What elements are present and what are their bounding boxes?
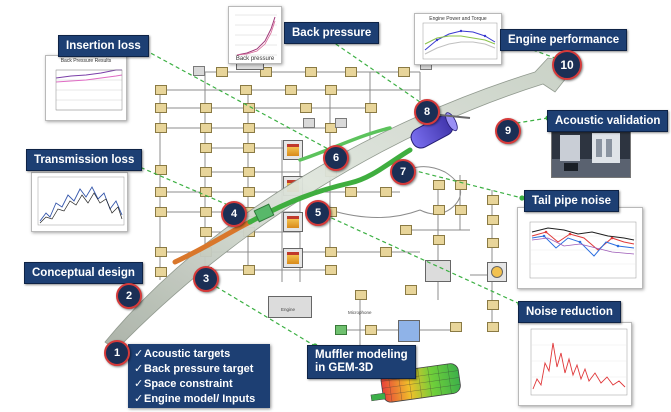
input-item: ✓Acoustic targets bbox=[134, 347, 264, 362]
check-icon: ✓ bbox=[134, 393, 144, 405]
muffler-modeling-label: Muffler modeling in GEM-3D bbox=[307, 345, 416, 379]
silencer-block bbox=[487, 262, 507, 282]
tail-pipe-noise-label: Tail pipe noise bbox=[524, 190, 620, 212]
step-badge-9: 9 bbox=[495, 118, 521, 144]
input-item: ✓Space constraint bbox=[134, 377, 264, 392]
engine-performance-label: Engine performance bbox=[500, 29, 628, 51]
catalyst-block bbox=[425, 260, 451, 282]
acoustic-validation-photo bbox=[551, 128, 631, 178]
step-badge-3: 3 bbox=[193, 266, 219, 292]
step-badge-10: 10 bbox=[552, 50, 582, 80]
muffler-modeling-label-line1: Muffler modeling bbox=[315, 349, 408, 361]
tailpipe bbox=[439, 114, 471, 119]
exhaust-pipe-orange bbox=[172, 219, 253, 265]
connector-insertion-loss bbox=[144, 49, 331, 151]
back-pressure-label: Back pressure bbox=[284, 22, 380, 44]
step-badge-8: 8 bbox=[414, 99, 440, 125]
step-badge-1: 1 bbox=[104, 340, 130, 366]
step-badge-6: 6 bbox=[323, 145, 349, 171]
input-item-label: Space constraint bbox=[144, 378, 233, 390]
input-item-label: Back pressure target bbox=[144, 363, 254, 375]
transmission-loss-label: Transmission loss bbox=[26, 149, 143, 171]
check-icon: ✓ bbox=[134, 378, 144, 390]
engine-performance-plot-title: Engine Power and Torque bbox=[429, 16, 487, 22]
design-inputs-box: ✓Acoustic targets ✓Back pressure target … bbox=[128, 344, 270, 408]
engine-performance-plot: Engine Power and Torque bbox=[414, 13, 502, 65]
cylinder-module bbox=[283, 212, 303, 232]
noise-reduction-label: Noise reduction bbox=[518, 301, 621, 323]
step-badge-2: 2 bbox=[116, 283, 142, 309]
back-pressure-plot-caption: Back pressure bbox=[235, 56, 275, 62]
input-item-label: Engine model/ Inputs bbox=[144, 393, 256, 405]
connector-back-pressure bbox=[329, 39, 421, 103]
step-badge-7: 7 bbox=[390, 159, 416, 185]
muffler-modeling-label-line2: in GEM-3D bbox=[315, 362, 374, 374]
conceptual-design-label: Conceptual design bbox=[24, 262, 143, 284]
microphone-label: Microphone bbox=[348, 310, 372, 315]
back-pressure-plot: Back pressure bbox=[228, 6, 282, 64]
engine-block: Engine bbox=[268, 296, 312, 318]
muffler-block bbox=[398, 320, 420, 342]
tail-pipe-noise-plot bbox=[517, 207, 643, 289]
step-badge-5: 5 bbox=[305, 200, 331, 226]
step-badge-4: 4 bbox=[221, 201, 247, 227]
input-item-label: Acoustic targets bbox=[144, 348, 231, 360]
input-item: ✓Back pressure target bbox=[134, 362, 264, 377]
input-item: ✓Engine model/ Inputs bbox=[134, 392, 264, 407]
cylinder-module bbox=[283, 248, 303, 268]
catalyst-segment bbox=[253, 203, 275, 223]
transmission-loss-plot bbox=[31, 172, 128, 232]
check-icon: ✓ bbox=[134, 348, 144, 360]
exhaust-pipe-green-upper bbox=[298, 126, 392, 162]
engine-label: Engine bbox=[281, 307, 296, 312]
connector-noise-reduction bbox=[324, 214, 521, 305]
insertion-loss-label: Insertion loss bbox=[58, 35, 149, 57]
exhaust-pipe-green bbox=[247, 147, 413, 225]
acoustic-validation-label: Acoustic validation bbox=[547, 110, 669, 132]
connector-tail-pipe-noise bbox=[411, 169, 523, 199]
check-icon: ✓ bbox=[134, 363, 144, 375]
insertion-loss-plot-title: Back Pressure Results bbox=[60, 58, 112, 64]
cylinder-module bbox=[283, 140, 303, 160]
